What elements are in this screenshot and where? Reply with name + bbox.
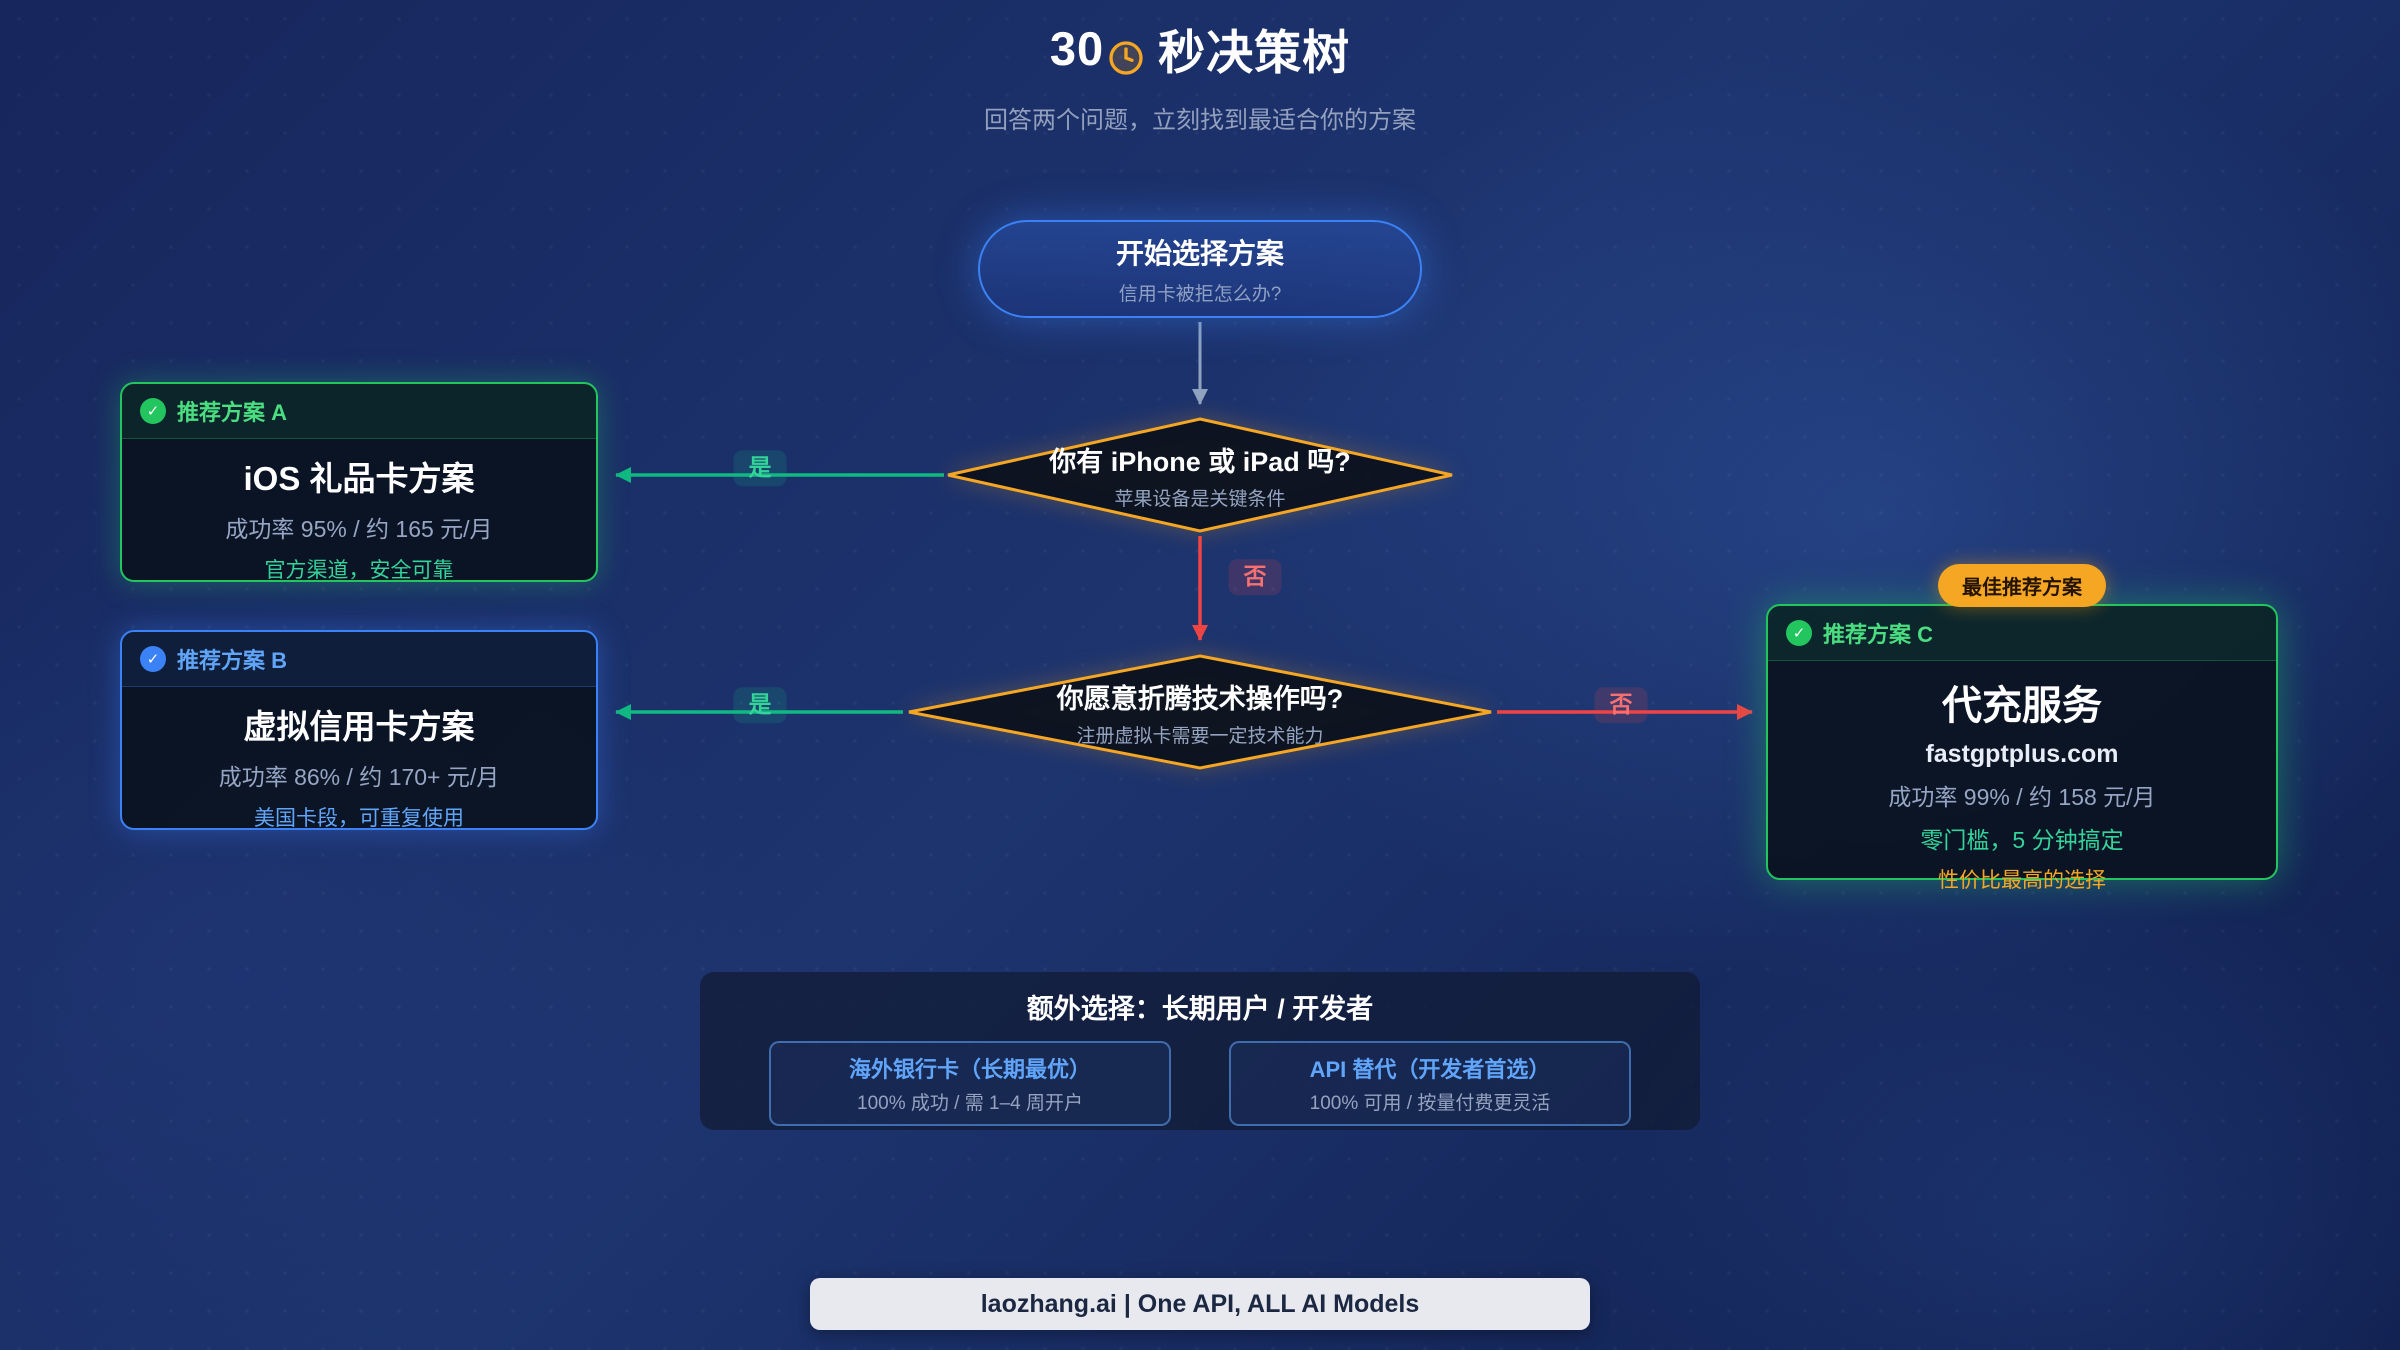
plan-a-title: iOS 礼品卡方案	[243, 460, 475, 497]
plan-c-site-link[interactable]: fastgptplus.com	[1925, 740, 2119, 768]
best-choice-badge: 最佳推荐方案	[1938, 564, 2106, 607]
q1-subtitle: 苹果设备是关键条件	[1114, 488, 1286, 510]
extra-option-title: API 替代（开发者首选）	[1309, 1057, 1551, 1082]
page-title-prefix: 30	[1049, 22, 1105, 75]
edge-label-yes-q1: 是	[733, 450, 787, 486]
extra-option-subtitle: 100% 可用 / 按量付费更灵活	[1309, 1093, 1551, 1114]
diamond-shape-icon	[908, 654, 1492, 770]
page-title-suffix: 秒决策树	[1158, 26, 1351, 79]
q2-subtitle: 注册虚拟卡需要一定技术能力	[1076, 725, 1324, 747]
plan-b-note: 美国卡段，可重复使用	[254, 807, 464, 830]
diamond-shape-icon	[947, 417, 1453, 533]
plan-b-title: 虚拟信用卡方案	[243, 708, 475, 745]
clock-icon	[1106, 38, 1146, 78]
extra-panel-title: 额外选择：长期用户 / 开发者	[1026, 994, 1374, 1024]
plan-b-header: ✓ 推荐方案 B	[122, 632, 596, 687]
extra-option-api[interactable]: API 替代（开发者首选） 100% 可用 / 按量付费更灵活	[1229, 1041, 1631, 1126]
plan-card-c: ✓ 推荐方案 C 代充服务 fastgptplus.com 成功率 99% / …	[1766, 604, 2278, 892]
extra-option-overseas-bank[interactable]: 海外银行卡（长期最优） 100% 成功 / 需 1–4 周开户	[769, 1041, 1171, 1126]
plan-c-stats: 成功率 99% / 约 158 元/月	[1888, 784, 2156, 810]
plan-a-badge: 推荐方案 A	[177, 400, 288, 425]
plan-a-header: ✓ 推荐方案 A	[122, 384, 596, 439]
decision-q1: 你有 iPhone 或 iPad 吗? 苹果设备是关键条件	[944, 416, 1456, 534]
decision-q2: 你愿意折腾技术操作吗? 注册虚拟卡需要一定技术能力	[905, 653, 1495, 771]
plan-c-note-2: 性价比最高的选择	[1938, 869, 2106, 892]
extra-option-subtitle: 100% 成功 / 需 1–4 周开户	[857, 1093, 1083, 1114]
page-subtitle: 回答两个问题，立刻找到最适合你的方案	[984, 107, 1416, 134]
plan-c-title: 代充服务	[1942, 684, 2102, 728]
plan-b-badge: 推荐方案 B	[177, 648, 288, 673]
q2-title: 你愿意折腾技术操作吗?	[1056, 683, 1344, 714]
plan-c-header: ✓ 推荐方案 C	[1768, 606, 2276, 661]
edge-label-no-q2: 否	[1594, 687, 1648, 723]
plan-c-note-1: 零门槛，5 分钟搞定	[1920, 827, 2124, 853]
edge-label-no-q1: 否	[1228, 559, 1282, 595]
plan-a-note: 官方渠道，安全可靠	[264, 559, 454, 582]
plan-card-a: ✓ 推荐方案 A iOS 礼品卡方案 成功率 95% / 约 165 元/月 官…	[120, 382, 598, 582]
plan-card-b: ✓ 推荐方案 B 虚拟信用卡方案 成功率 86% / 约 170+ 元/月 美国…	[120, 630, 598, 830]
start-node: 开始选择方案 信用卡被拒怎么办?	[978, 220, 1422, 318]
plan-a-stats: 成功率 95% / 约 165 元/月	[225, 516, 493, 542]
plan-c-badge: 推荐方案 C	[1823, 622, 1934, 647]
footer-brand-text: laozhang.ai | One API, ALL AI Models	[980, 1289, 1420, 1318]
page-title: 30 秒决策树	[0, 14, 2400, 83]
plan-b-stats: 成功率 86% / 约 170+ 元/月	[218, 764, 500, 790]
check-circle-icon: ✓	[140, 646, 166, 672]
start-node-subtitle: 信用卡被拒怎么办?	[1118, 284, 1282, 305]
extra-options-panel: 额外选择：长期用户 / 开发者 海外银行卡（长期最优） 100% 成功 / 需 …	[700, 972, 1700, 1130]
edge-label-yes-q2: 是	[733, 687, 787, 723]
start-node-title: 开始选择方案	[1115, 238, 1284, 269]
extra-option-title: 海外银行卡（长期最优）	[848, 1057, 1091, 1082]
footer-brand-pill: laozhang.ai | One API, ALL AI Models	[810, 1278, 1590, 1330]
q1-title: 你有 iPhone 或 iPad 吗?	[1049, 446, 1351, 477]
check-circle-icon: ✓	[1786, 620, 1812, 646]
check-circle-icon: ✓	[140, 398, 166, 424]
